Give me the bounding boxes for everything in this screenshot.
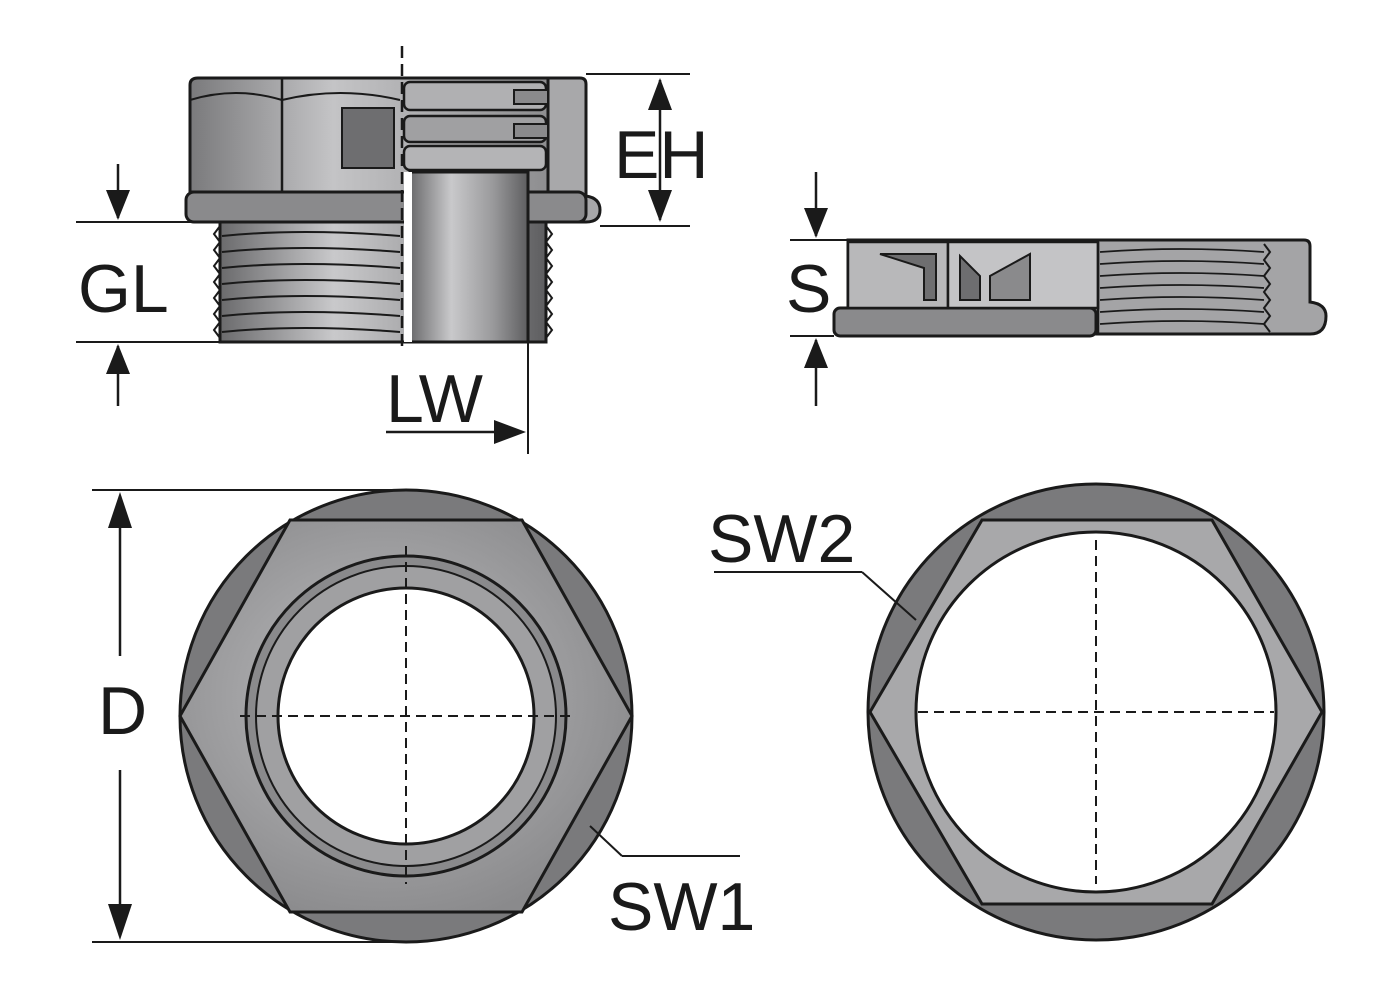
- dimension-eh: EH: [586, 73, 708, 227]
- side-view-reducer: [184, 46, 602, 352]
- leader-sw1: SW1: [589, 825, 755, 945]
- inner-thread-rings: [402, 80, 549, 172]
- dimension-gl: GL: [76, 164, 230, 406]
- label-d: D: [98, 673, 147, 749]
- label-eh: EH: [614, 117, 708, 193]
- label-lw: LW: [386, 361, 483, 437]
- label-s: S: [786, 251, 831, 327]
- dimension-d: D: [92, 489, 406, 943]
- label-sw2: SW2: [708, 501, 855, 577]
- leader-sw2: SW2: [708, 501, 917, 621]
- dimension-s: S: [786, 172, 848, 406]
- male-thread-lines: [221, 231, 401, 333]
- label-gl: GL: [78, 251, 169, 327]
- locknut-thread-lines: [1099, 248, 1265, 325]
- side-view-locknut: [832, 238, 1328, 338]
- label-sw1: SW1: [608, 869, 755, 945]
- front-view-reducer: [178, 488, 634, 944]
- front-view-locknut: [866, 482, 1326, 942]
- dimension-lw: LW: [386, 342, 529, 454]
